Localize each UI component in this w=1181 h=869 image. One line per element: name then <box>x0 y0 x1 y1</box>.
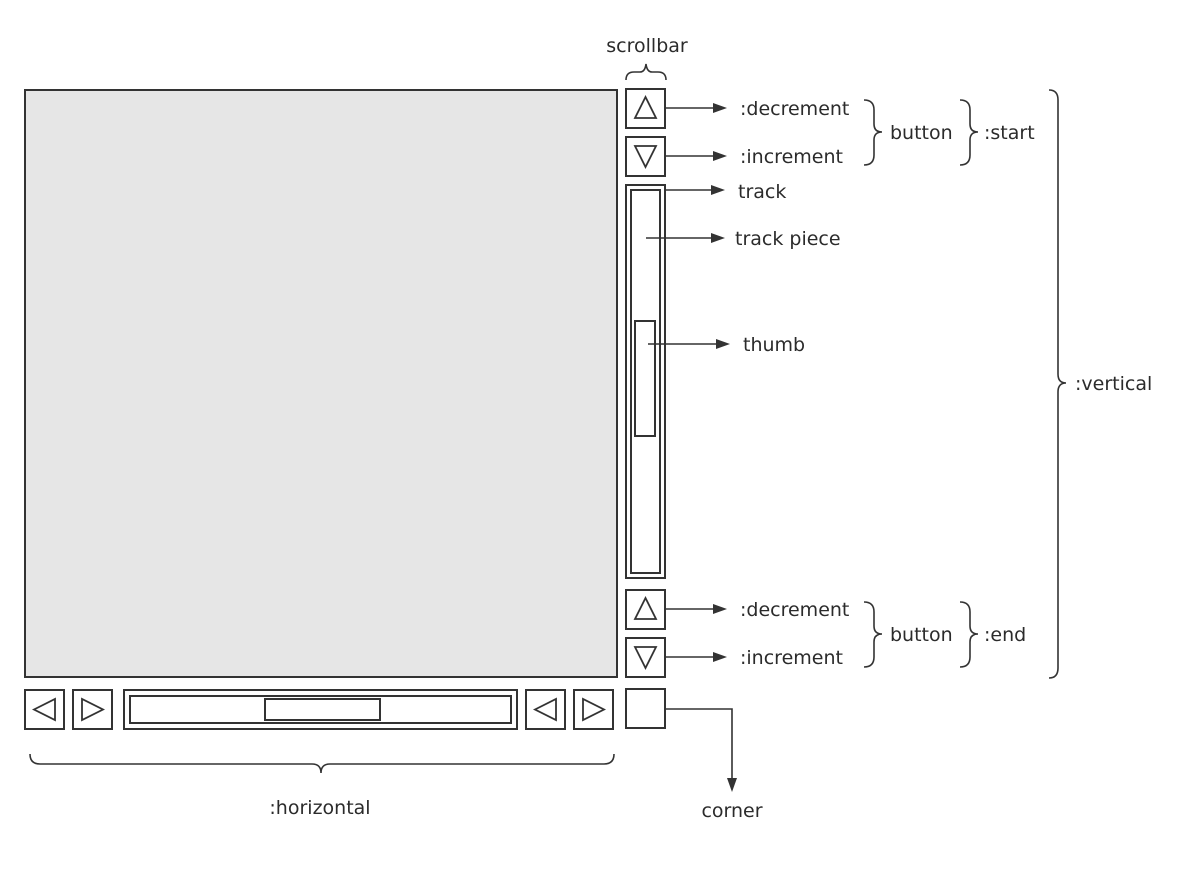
end-label: :end <box>984 624 1026 646</box>
vertical-brace <box>1048 89 1067 679</box>
track-label: track <box>738 181 786 203</box>
thumb-label: thumb <box>743 334 805 356</box>
arrow-thumb <box>648 339 730 349</box>
vertical-end-increment-button[interactable] <box>625 637 666 678</box>
scrollbar-brace <box>625 63 667 81</box>
horizontal-thumb[interactable] <box>264 698 381 721</box>
vertical-end-decrement-button[interactable] <box>625 589 666 630</box>
decrement-top-label: :decrement <box>740 98 849 120</box>
arrow-increment-bottom <box>665 652 727 662</box>
vertical-start-decrement-button[interactable] <box>625 88 666 129</box>
vertical-track[interactable] <box>625 184 666 579</box>
content-area <box>24 89 618 678</box>
triangle-right-icon <box>582 697 607 722</box>
arrow-decrement-top <box>665 103 727 113</box>
increment-bottom-label: :increment <box>740 647 843 669</box>
horizontal-track[interactable] <box>123 689 518 730</box>
horizontal-start-decrement-button[interactable] <box>24 689 65 730</box>
triangle-up-icon <box>633 94 658 119</box>
horizontal-start-increment-button[interactable] <box>72 689 113 730</box>
horizontal-end-increment-button[interactable] <box>573 689 614 730</box>
arrow-corner <box>665 708 737 792</box>
arrow-decrement-bottom <box>665 604 727 614</box>
horizontal-brace <box>29 753 615 774</box>
corner-label: corner <box>701 800 762 822</box>
horizontal-end-decrement-button[interactable] <box>525 689 566 730</box>
arrow-track <box>665 185 725 195</box>
start-label: :start <box>984 122 1035 144</box>
vertical-label: :vertical <box>1075 373 1152 395</box>
start-brace <box>959 99 979 166</box>
track-piece-label: track piece <box>735 228 841 250</box>
triangle-left-icon <box>532 697 557 722</box>
arrow-track-piece <box>646 233 725 243</box>
end-brace <box>959 601 979 668</box>
button-bottom-brace <box>863 601 883 668</box>
triangle-up-icon <box>633 595 658 620</box>
scrollbar-label: scrollbar <box>606 35 688 57</box>
decrement-bottom-label: :decrement <box>740 599 849 621</box>
button-bottom-label: button <box>890 624 953 646</box>
scrollbar-corner <box>625 688 666 729</box>
triangle-left-icon <box>31 697 56 722</box>
horizontal-label: :horizontal <box>269 797 370 819</box>
increment-top-label: :increment <box>740 146 843 168</box>
button-top-brace <box>863 99 883 166</box>
vertical-thumb[interactable] <box>634 320 656 437</box>
triangle-down-icon <box>633 145 658 170</box>
triangle-down-icon <box>633 646 658 671</box>
arrow-increment-top <box>665 151 727 161</box>
vertical-start-increment-button[interactable] <box>625 136 666 177</box>
button-top-label: button <box>890 122 953 144</box>
triangle-right-icon <box>81 697 106 722</box>
